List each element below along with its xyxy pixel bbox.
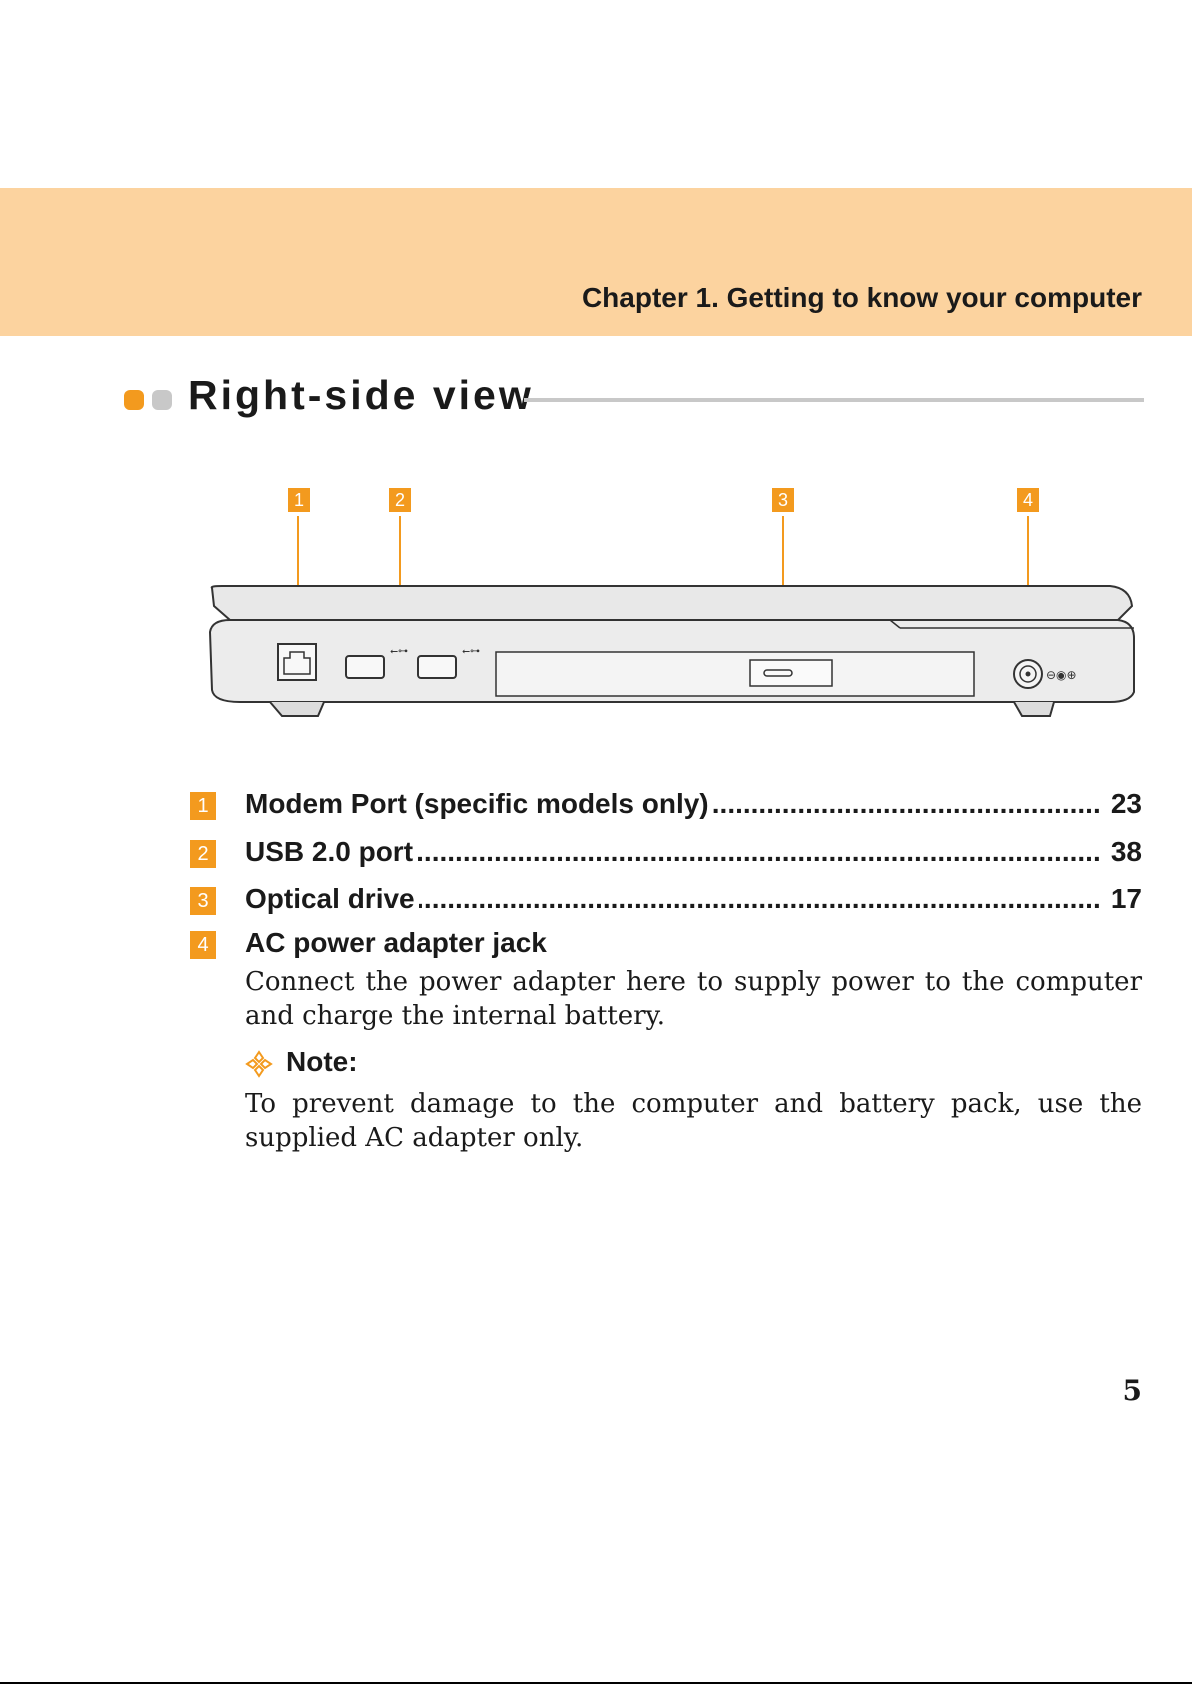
callout-badge-3: 3 bbox=[772, 488, 794, 512]
item-page-ref[interactable]: 17 bbox=[1106, 883, 1142, 915]
foot-left bbox=[269, 701, 325, 717]
item-number-badge: 1 bbox=[190, 792, 216, 820]
section-title: Right-side view bbox=[188, 372, 534, 418]
usb-symbol-icon: ⭠⊶ bbox=[462, 646, 480, 657]
optical-drive-tray bbox=[495, 651, 975, 697]
list-item-optical-drive: 3 ......................................… bbox=[190, 883, 1142, 917]
item-page-ref[interactable]: 23 bbox=[1106, 788, 1142, 820]
item-number-badge: 2 bbox=[190, 840, 216, 868]
foot-right bbox=[1013, 701, 1055, 717]
note-diamond-icon bbox=[245, 1050, 273, 1078]
item-number-badge: 4 bbox=[190, 931, 216, 959]
usb-symbol-icon: ⭠⊶ bbox=[390, 646, 408, 657]
ac-jack-description: Connect the power adapter here to supply… bbox=[245, 967, 1142, 1031]
usb-port-2 bbox=[417, 655, 457, 679]
item-number-badge: 3 bbox=[190, 887, 216, 915]
gray-bullet-icon bbox=[152, 390, 172, 410]
chapter-header-band bbox=[0, 188, 1192, 336]
orange-bullet-icon bbox=[124, 390, 144, 410]
item-label: AC power adapter jack bbox=[245, 927, 551, 959]
laptop-right-side-diagram: ⭠⊶ ⭠⊶ ⊖◉⊕ 1 2 3 4 bbox=[200, 480, 1140, 735]
list-item-usb-port: 2 ......................................… bbox=[190, 836, 1142, 870]
note-label: Note: bbox=[286, 1046, 358, 1077]
base-seam-step bbox=[889, 619, 901, 629]
optical-eject-button bbox=[749, 659, 833, 687]
callout-badge-2: 2 bbox=[389, 488, 411, 512]
item-label: USB 2.0 port bbox=[245, 836, 418, 868]
list-item-modem-port: 1 ......................................… bbox=[190, 788, 1142, 822]
section-heading: Right-side view bbox=[124, 372, 1144, 422]
usb-port-1 bbox=[345, 655, 385, 679]
item-label: Modem Port (specific models only) bbox=[245, 788, 713, 820]
eject-slot-icon bbox=[763, 669, 793, 677]
dc-polarity-icon: ⊖◉⊕ bbox=[1046, 668, 1077, 682]
list-item-ac-jack: 4 AC power adapter jack bbox=[190, 927, 1142, 961]
page-number: 5 bbox=[1122, 1374, 1142, 1407]
note-text: To prevent damage to the computer and ba… bbox=[245, 1089, 1142, 1153]
chapter-title: Chapter 1. Getting to know your computer bbox=[581, 282, 1142, 313]
callout-badge-1: 1 bbox=[288, 488, 310, 512]
section-rule bbox=[524, 398, 1144, 402]
callout-badge-4: 4 bbox=[1017, 488, 1039, 512]
laptop-lid bbox=[210, 585, 1134, 621]
page-bottom-rule bbox=[0, 1682, 1192, 1684]
laptop-illustration: ⭠⊶ ⭠⊶ ⊖◉⊕ bbox=[208, 516, 1135, 717]
ac-jack-inner bbox=[1019, 665, 1037, 683]
item-label: Optical drive bbox=[245, 883, 419, 915]
item-page-ref[interactable]: 38 bbox=[1106, 836, 1142, 868]
modem-jack-icon bbox=[283, 651, 311, 675]
ac-jack-pin bbox=[1025, 671, 1031, 677]
